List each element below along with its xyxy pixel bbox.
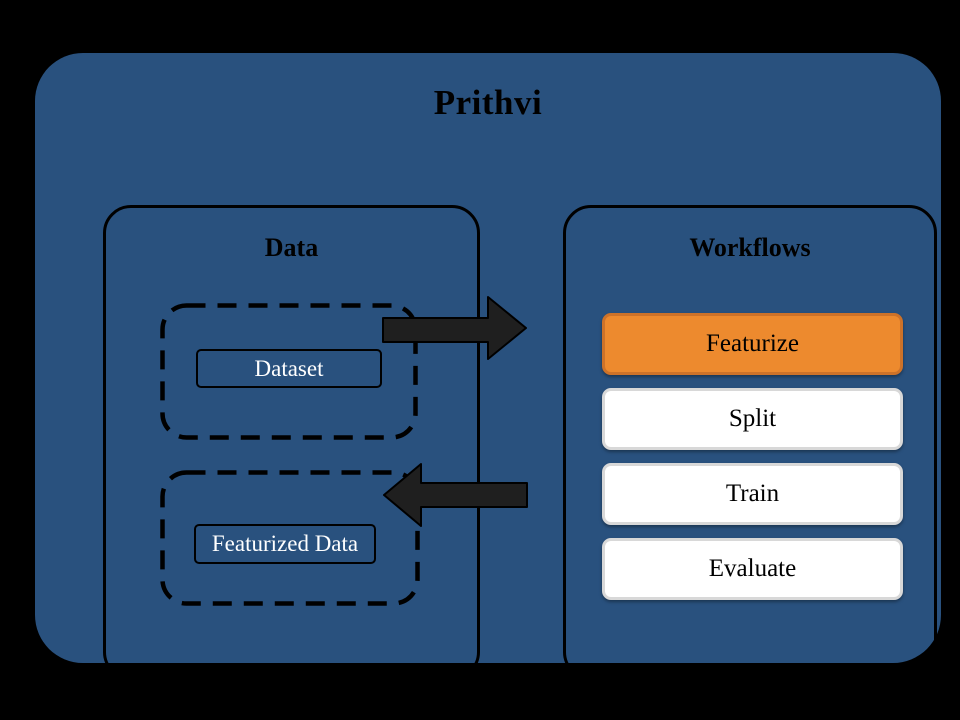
- page-title: Prithvi: [433, 83, 543, 122]
- featurized-data-node: Featurized Data: [194, 524, 376, 564]
- split-button[interactable]: Split: [602, 388, 903, 450]
- data-panel-title: Data: [264, 233, 319, 262]
- dashed-border-icon: [160, 470, 420, 606]
- featurize-button[interactable]: Featurize: [602, 313, 903, 375]
- featurized-data-dashed-group: Featurized Data: [160, 470, 420, 606]
- dashed-border-icon: [160, 303, 418, 440]
- featurize-button-label: Featurize: [705, 330, 799, 357]
- train-button[interactable]: Train: [602, 463, 903, 525]
- train-button-label: Train: [725, 480, 780, 507]
- split-button-label: Split: [728, 405, 777, 432]
- prithvi-container: Prithvi Data Dataset Featurized Data: [35, 53, 941, 680]
- data-panel: Data Dataset Featurized Data: [103, 205, 480, 680]
- dataset-label: Dataset: [254, 355, 324, 381]
- evaluate-button-label: Evaluate: [708, 555, 797, 582]
- evaluate-button[interactable]: Evaluate: [602, 538, 903, 600]
- workflows-panel-title: Workflows: [689, 233, 811, 262]
- dataset-node: Dataset: [196, 349, 382, 388]
- featurized-data-label: Featurized Data: [211, 531, 359, 556]
- workflows-panel: Workflows Featurize Split Train Evaluate: [563, 205, 937, 680]
- dataset-dashed-group: Dataset: [160, 303, 418, 440]
